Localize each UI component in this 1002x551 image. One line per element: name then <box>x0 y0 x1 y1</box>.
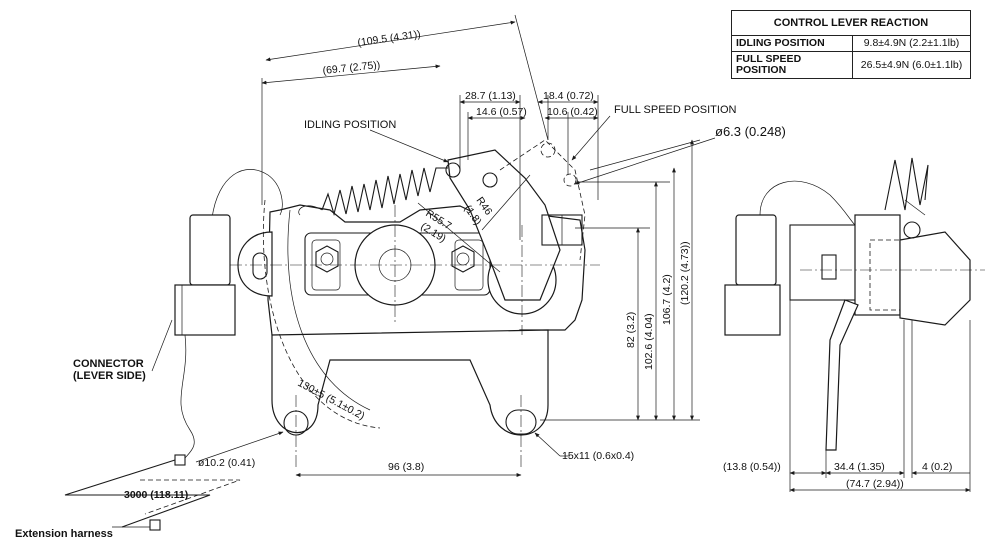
side-lever-arm <box>825 299 859 451</box>
dim-28-7: 28.7 (1.13) <box>465 90 516 102</box>
dim-82: 82 (3.2) <box>625 312 637 348</box>
nut-right <box>451 245 475 273</box>
dim-13-8: (13.8 (0.54)) <box>723 461 781 473</box>
side-lever-block <box>854 214 901 316</box>
dim-18-4: 18.4 (0.72) <box>543 90 594 102</box>
return-spring <box>321 167 448 217</box>
table-row: FULL SPEED POSITION 26.5±4.9N (6.0±1.1lb… <box>731 51 971 79</box>
nut-left <box>315 245 339 273</box>
side-connector-plug <box>724 284 781 336</box>
control-lever-reaction-table: CONTROL LEVER REACTION IDLING POSITION 9… <box>731 10 971 79</box>
extension-harness-cable <box>64 459 211 528</box>
row-label-full-speed: FULL SPEED POSITION <box>731 51 853 79</box>
connector-group <box>64 169 283 531</box>
extension-harness-label: Extension harness <box>15 528 113 540</box>
side-boss <box>899 231 971 326</box>
dim-96: 96 (3.8) <box>388 461 424 473</box>
dim-diameter-6-3: ø6.3 (0.248) <box>715 124 786 139</box>
connector-label-line1: CONNECTOR <box>73 358 144 370</box>
lever-full-speed-outline <box>499 139 586 261</box>
dim-106-7: 106.7 (4.2) <box>661 274 673 325</box>
full-speed-position-label: FULL SPEED POSITION <box>614 104 737 116</box>
dim-102-6: 102.6 (4.04) <box>643 313 655 370</box>
dim-14-6: 14.6 (0.57) <box>476 106 527 118</box>
connector-label-line2: (LEVER SIDE) <box>73 370 146 382</box>
bottom-foot <box>271 329 549 436</box>
side-nut <box>821 254 837 280</box>
row-value-full-speed: 26.5±4.9N (6.0±1.1lb) <box>852 51 971 79</box>
side-spring <box>884 157 929 211</box>
dim-120-2: (120.2 (4.73)) <box>679 241 691 305</box>
dim-109-5: (109.5 (4.31)) <box>357 28 422 49</box>
dim-10-6: 10.6 (0.42) <box>547 106 598 118</box>
front-view <box>230 139 600 470</box>
dimension-lines <box>195 14 971 492</box>
side-bracket <box>789 224 861 301</box>
dim-diameter-10-2: ø10.2 (0.41) <box>198 457 255 469</box>
connector-body <box>189 214 231 286</box>
dim-4: 4 (0.2) <box>922 461 952 473</box>
side-view <box>724 157 985 451</box>
left-ear-slot <box>252 252 268 280</box>
dim-34-4: 34.4 (1.35) <box>834 461 885 473</box>
dim-3000: 3000 (118.11) <box>124 489 188 501</box>
control-lever <box>447 149 561 301</box>
side-connector-body <box>735 214 777 286</box>
dim-74-7: (74.7 (2.94)) <box>846 478 904 490</box>
connector-plug <box>174 284 236 336</box>
dim-15x11: 15x11 (0.6x0.4) <box>562 450 634 462</box>
idling-position-label: IDLING POSITION <box>304 119 396 131</box>
